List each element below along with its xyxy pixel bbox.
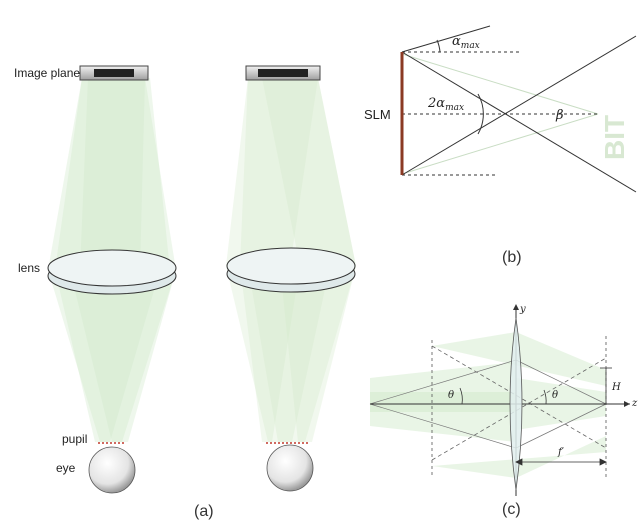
y-axis-label: y: [519, 304, 526, 315]
y-axis-arrow: [513, 304, 519, 310]
two-alpha-max-label: 2αmax: [427, 96, 464, 113]
eye-label: eye: [56, 461, 76, 475]
caption-c: (c): [502, 501, 521, 518]
bit-watermark: BIT: [599, 115, 630, 160]
faint-rays: [401, 53, 599, 175]
image-plane-left: [79, 65, 149, 81]
pupil-label: pupil: [62, 432, 87, 446]
beam-cones-right: [226, 78, 356, 442]
collimated-beams: [370, 332, 606, 478]
eye-right: [266, 444, 314, 492]
slm-label: SLM: [364, 107, 391, 122]
lens-right: [226, 247, 356, 293]
z-axis-arrow: [624, 401, 630, 407]
thin-lens: [509, 317, 523, 491]
caption-a: (a): [194, 503, 214, 520]
image-plane-label: Image plane: [14, 66, 80, 80]
image-plane-right: [245, 65, 321, 81]
panel-a-left: [47, 65, 177, 494]
caption-b: (b): [502, 249, 522, 266]
panel-b: BIT SLM αmax 2αmax β (b): [364, 25, 637, 266]
theta-right-arc: [543, 389, 547, 405]
z-axis-label: z: [631, 398, 638, 409]
h-dimension: [600, 367, 612, 405]
dashed-verticals: [431, 336, 607, 478]
theta-left-label: θ: [448, 390, 454, 401]
ray-lines: [369, 359, 607, 449]
f-prime-label: f′: [557, 447, 565, 458]
theta-right-label: θ: [552, 390, 558, 401]
reference-lines: [402, 51, 600, 176]
panel-c: y z θ θ H f′ (c): [369, 304, 638, 518]
panel-a-right: [226, 65, 356, 492]
lens-left: [47, 249, 177, 295]
two-alpha-arc: [477, 93, 484, 135]
alpha-max-label: αmax: [452, 34, 480, 51]
h-label: H: [611, 382, 621, 393]
beta-label: β: [555, 108, 564, 123]
lens-label: lens: [18, 261, 40, 275]
eye-left: [88, 446, 136, 494]
f-prime-dimension: [515, 458, 607, 466]
alpha-max-arc: [436, 39, 441, 53]
diverging-rays: [401, 25, 637, 193]
theta-left-arc: [459, 387, 463, 405]
beam-cones-left: [48, 78, 176, 442]
